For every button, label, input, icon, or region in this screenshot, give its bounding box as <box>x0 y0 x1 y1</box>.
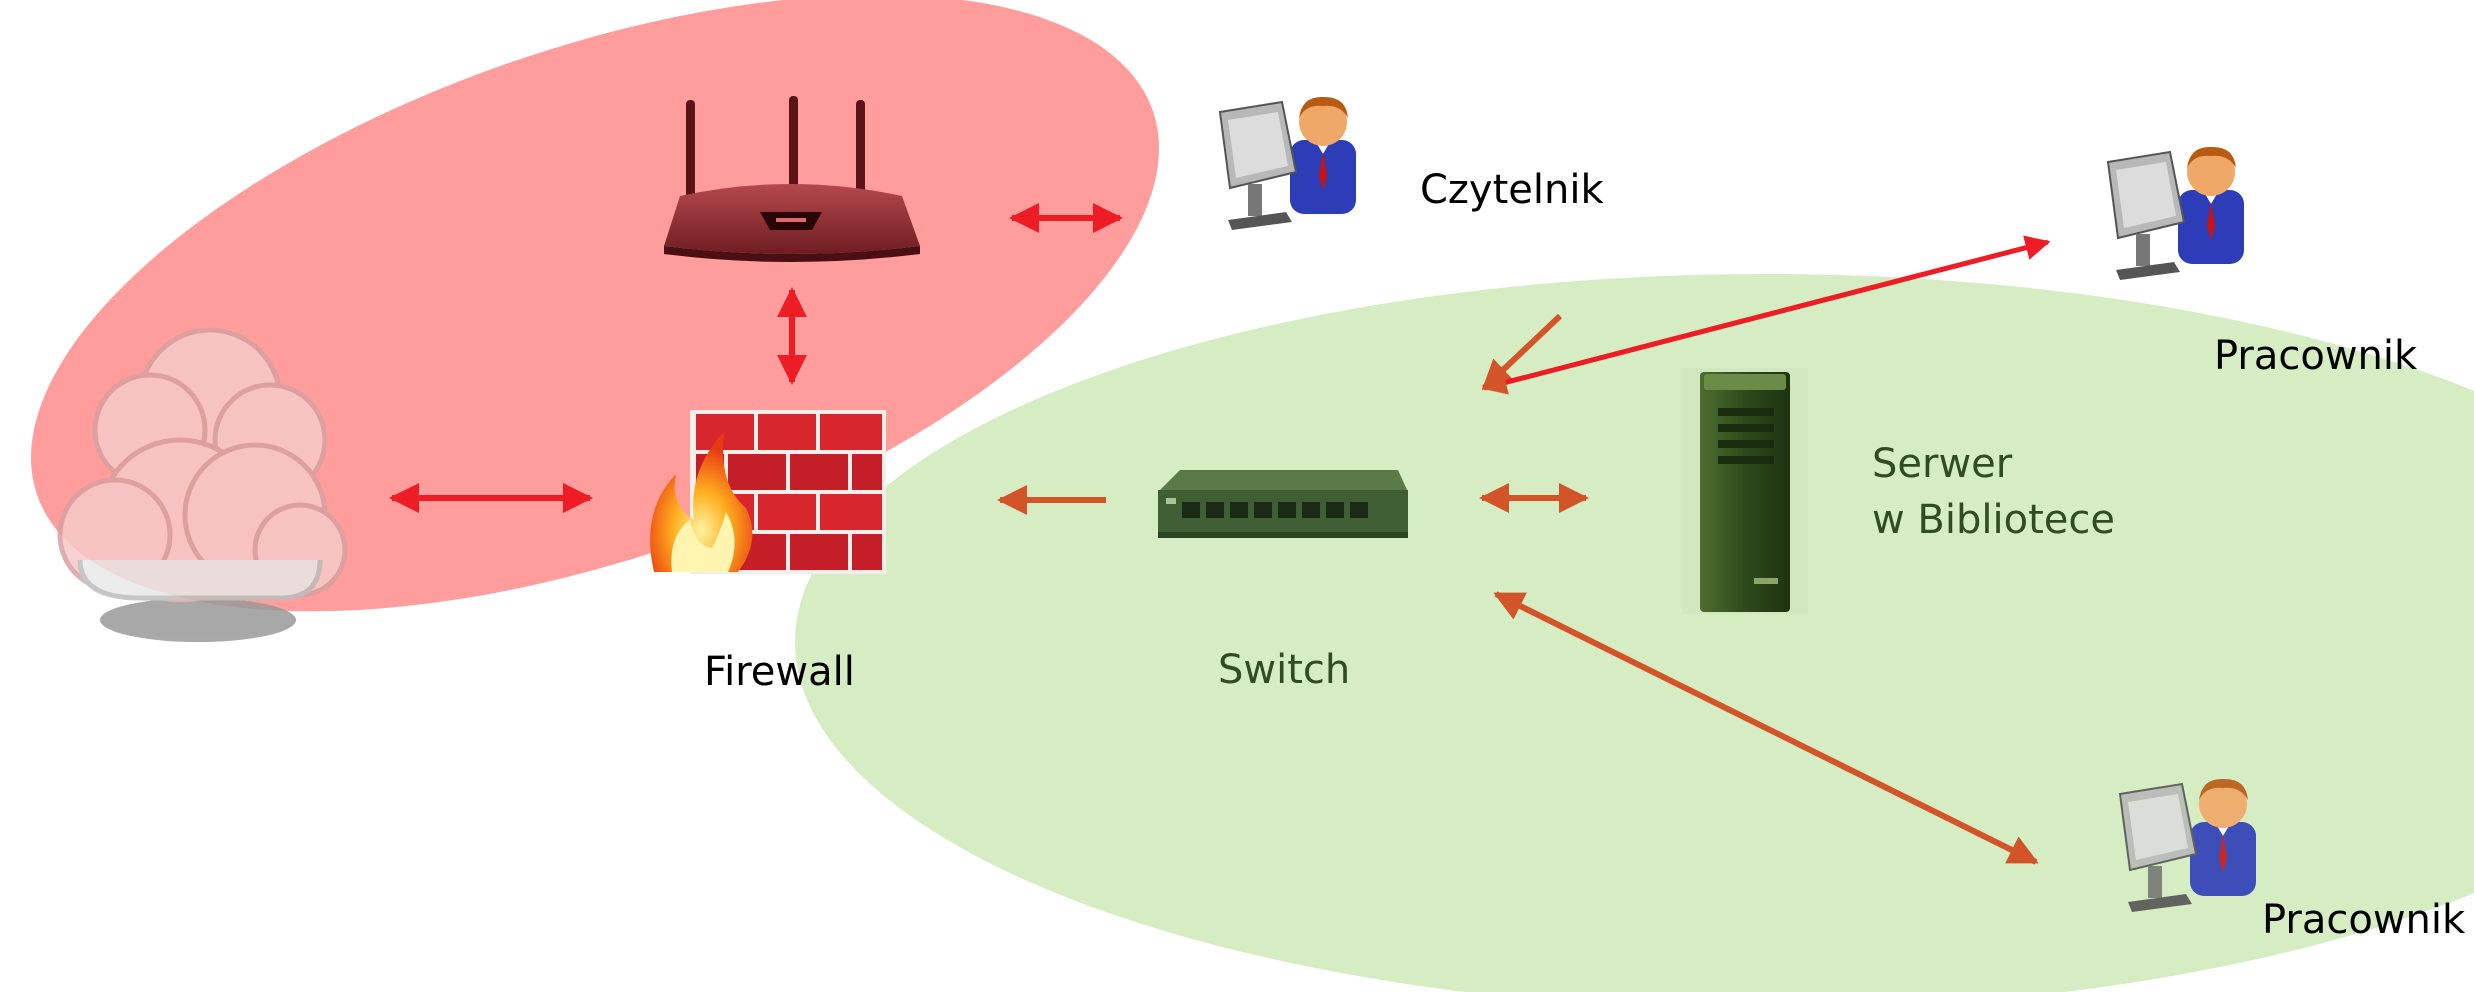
router-icon <box>664 96 920 262</box>
cloud-icon <box>57 327 348 642</box>
reader-workstation-icon <box>1219 95 1357 232</box>
firewall-label: Firewall <box>704 649 855 695</box>
server-label-line2: w Bibliotece <box>1872 497 2115 543</box>
employee-bottom-label: Pracownik <box>2262 897 2466 943</box>
switch-label: Switch <box>1218 647 1351 693</box>
firewall-icon <box>650 410 886 574</box>
server-label-line1: Serwer <box>1872 441 2013 487</box>
reader-label: Czytelnik <box>1420 167 1604 213</box>
arrow-switch-employee-bottom <box>1493 591 2039 865</box>
server-icon <box>1682 368 1808 614</box>
switch-icon <box>1158 470 1408 538</box>
employee-top-label: Pracownik <box>2214 333 2418 379</box>
employee-workstation-icon <box>2107 145 2245 281</box>
arrow-switch-employee-top <box>1481 235 2051 395</box>
